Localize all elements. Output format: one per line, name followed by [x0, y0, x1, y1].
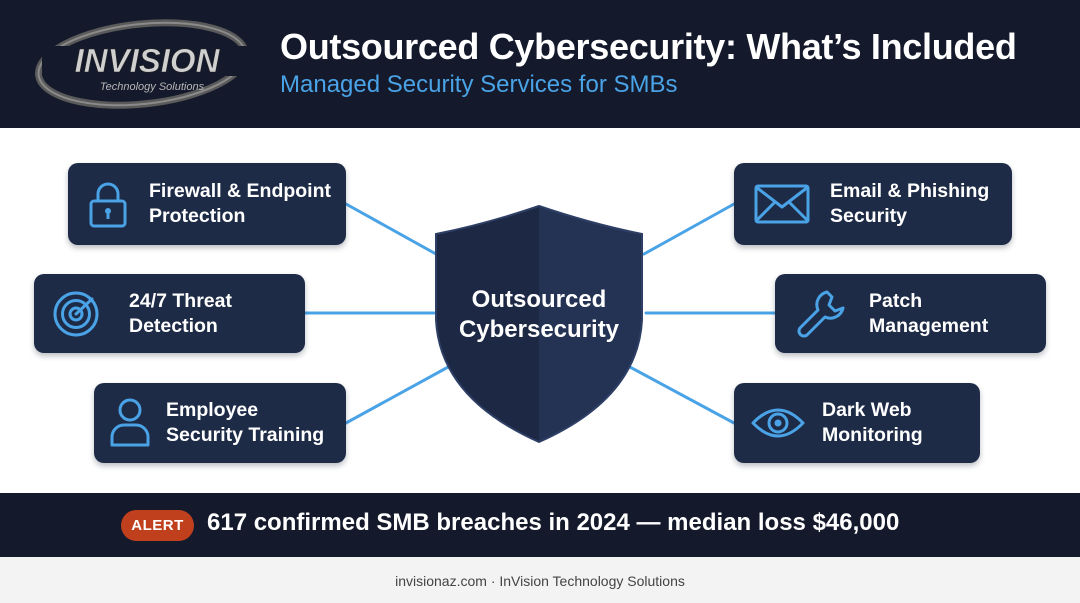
user-icon [110, 398, 150, 447]
lock-icon [89, 182, 127, 228]
page-title: Outsourced Cybersecurity: What’s Include… [280, 26, 1017, 67]
radar-icon [53, 291, 99, 337]
shield-icon [435, 204, 643, 444]
page-subtitle: Managed Security Services for SMBs [280, 71, 678, 98]
alert-bar: ALERT 617 confirmed SMB breaches in 2024… [0, 493, 1080, 557]
wrench-icon [797, 290, 845, 338]
footer: invisionaz.com · InVision Technology Sol… [0, 557, 1080, 603]
footer-text: invisionaz.com · InVision Technology Sol… [395, 573, 685, 589]
eye-icon [751, 408, 805, 438]
connector-lines [303, 202, 777, 425]
alert-text: 617 confirmed SMB breaches in 2024 — med… [207, 509, 900, 536]
envelope-icon [754, 184, 810, 224]
svg-text:INVISION: INVISION [75, 42, 221, 79]
svg-text:Technology Solutions: Technology Solutions [100, 81, 205, 93]
invision-logo: INVISION Technology Solutions [34, 19, 252, 109]
alert-badge: ALERT [121, 510, 194, 541]
header: INVISION Technology Solutions Outsourced… [0, 0, 1080, 128]
